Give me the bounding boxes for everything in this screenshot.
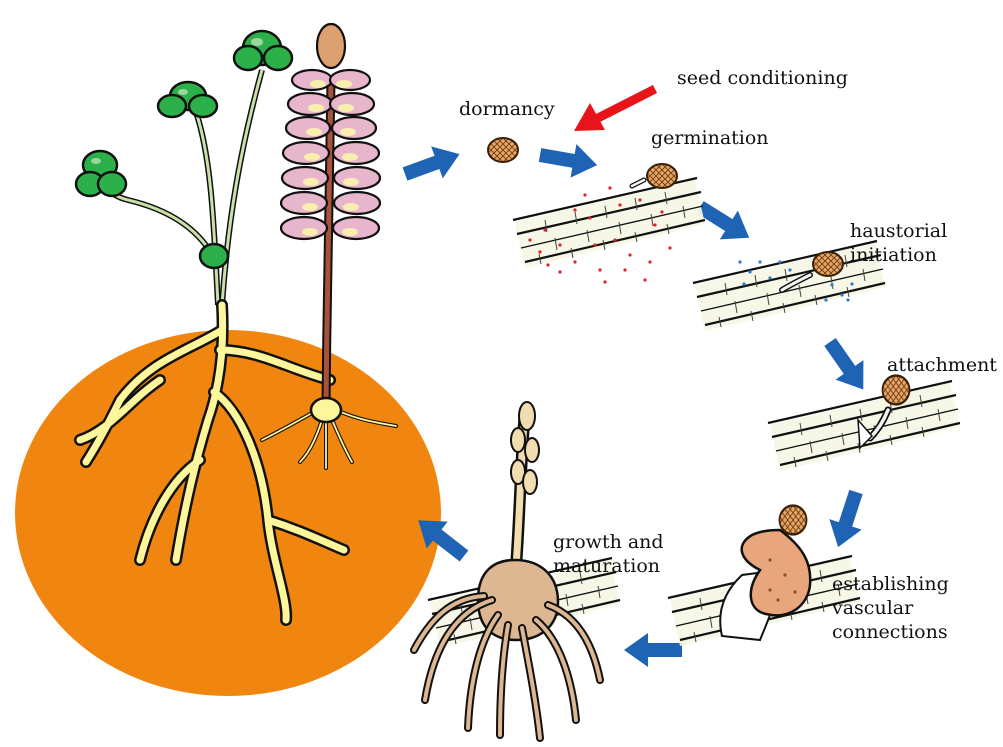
label-growth-line-2: maturation <box>553 554 664 578</box>
label-haustorial-line-1: haustorial <box>850 219 947 243</box>
label-growth-and-maturation: growth and maturation <box>553 530 664 578</box>
soil-disc <box>15 330 441 696</box>
arrow-to-growth <box>624 633 682 667</box>
attachment-stage <box>768 376 960 471</box>
arrow-to-dormancy <box>399 138 465 190</box>
label-haustorial-initiation: haustorial initiation <box>850 219 947 267</box>
arrow-to-attachment <box>816 332 877 399</box>
label-growth-line-1: growth and <box>553 530 664 554</box>
label-establishing-vascular-connections: establishing vascular connections <box>832 572 949 644</box>
label-seed-conditioning: seed conditioning <box>677 66 848 90</box>
seed-conditioning-arrow-icon <box>574 89 655 131</box>
germination-stage <box>513 164 705 284</box>
label-vascular-line-1: establishing <box>832 572 949 596</box>
label-vascular-line-2: vascular <box>832 596 949 620</box>
label-attachment: attachment <box>887 353 997 377</box>
label-germination: germination <box>651 126 769 150</box>
arrow-to-vascular <box>822 487 872 553</box>
arrow-to-germination <box>537 138 600 182</box>
label-haustorial-line-2: initiation <box>850 243 947 267</box>
seed-icon <box>488 138 518 162</box>
label-dormancy: dormancy <box>459 97 555 121</box>
label-vascular-line-3: connections <box>832 620 949 644</box>
